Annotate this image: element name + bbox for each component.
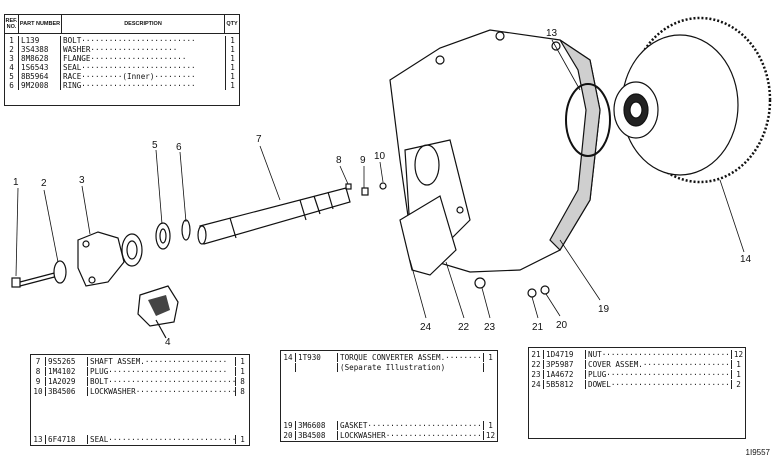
- ring-part: [181, 219, 191, 241]
- table-row: 8 1M4102 PLUG·························· …: [31, 367, 249, 376]
- header-qty: QTY: [226, 21, 238, 27]
- plug-small-part: [474, 277, 486, 289]
- bolt-small-part: [361, 187, 369, 196]
- callout-14: 14: [740, 254, 752, 265]
- table-row: 20 3B4508 LOCKWASHER····················…: [283, 431, 496, 440]
- gasket-ring-part: [565, 83, 611, 157]
- callout-5: 5: [152, 140, 158, 151]
- table-row: 10 3B4506 LOCKWASHER····················…: [31, 387, 249, 396]
- callout-20: 20: [556, 320, 568, 331]
- lockwasher-small-part: [540, 285, 550, 295]
- callout-7: 7: [256, 134, 262, 145]
- callout-9: 9: [360, 155, 366, 166]
- parts-table-top: REF. NO. PART NUMBER DESCRIPTION QTY 1 L…: [4, 14, 240, 106]
- callout-6: 6: [176, 142, 182, 153]
- table-row: 22 3P5987 COVER ASSEM.··················…: [529, 360, 745, 369]
- header-description: DESCRIPTION: [62, 15, 225, 33]
- table-row: 9 1A2029 BOLT···························…: [31, 377, 249, 386]
- nut-part: [527, 288, 537, 298]
- shaft-assembly-part: [197, 187, 351, 245]
- table-row: 3 8M8628 FLANGE····················· 1: [5, 54, 239, 63]
- callout-10: 10: [374, 151, 386, 162]
- plug-part: [345, 183, 352, 190]
- callout-3: 3: [79, 175, 85, 186]
- washer-part: [53, 260, 67, 284]
- table-row: 13 6F4718 SEAL··························…: [31, 435, 249, 444]
- torque-converter-part: [613, 16, 772, 184]
- table-row: 21 1D4719 NUT···························…: [531, 350, 744, 359]
- callout-8: 8: [336, 155, 342, 166]
- table-row: 6 9M2008 RING························· 1: [5, 81, 239, 90]
- table-row: 23 1A4672 PLUG··························…: [529, 370, 745, 379]
- header-ref: REF. NO.: [5, 15, 19, 33]
- table-row: 14 1T930 TORQUE CONVERTER ASSEM.········…: [281, 353, 497, 362]
- table-row: 7 9S5265 SHAFT ASSEM.·················· …: [31, 357, 249, 366]
- callout-2: 2: [41, 178, 47, 189]
- flange-part: [77, 231, 143, 287]
- callout-1: 1: [13, 177, 19, 188]
- callout-23: 23: [484, 322, 496, 333]
- table-row: 2 3S4388 WASHER··················· 1: [5, 45, 239, 54]
- cover-assembly-part: [399, 195, 457, 276]
- parts-list-center: 14 1T930 TORQUE CONVERTER ASSEM.········…: [280, 350, 498, 442]
- callout-24: 24: [420, 322, 432, 333]
- race-part: [155, 222, 171, 250]
- lockwasher-part: [379, 182, 387, 190]
- table-row: 4 1S6543 SEAL························· 1: [5, 63, 239, 72]
- callout-21: 21: [532, 322, 544, 333]
- callout-22: 22: [458, 322, 470, 333]
- callout-13: 13: [546, 28, 558, 39]
- illustration-number: 1I9557: [745, 448, 770, 457]
- parts-list-right: 21 1D4719 NUT···························…: [528, 347, 746, 439]
- table-row: (Separate Illustration): [281, 363, 497, 372]
- table-row: 24 5B5812 DOWEL·························…: [529, 380, 745, 389]
- seal-detail-inset: [137, 285, 179, 339]
- parts-list-left: 7 9S5265 SHAFT ASSEM.·················· …: [30, 354, 250, 446]
- table-row: 5 8B5964 RACE·········(Inner)········· 1: [5, 72, 239, 81]
- table-row: 1 L139 BOLT························· 1: [5, 36, 239, 45]
- header-part-number: PART NUMBER: [19, 15, 62, 33]
- callout-19: 19: [598, 304, 610, 315]
- callout-4: 4: [165, 337, 171, 348]
- table-row: 19 3M6608 GASKET························…: [281, 421, 497, 430]
